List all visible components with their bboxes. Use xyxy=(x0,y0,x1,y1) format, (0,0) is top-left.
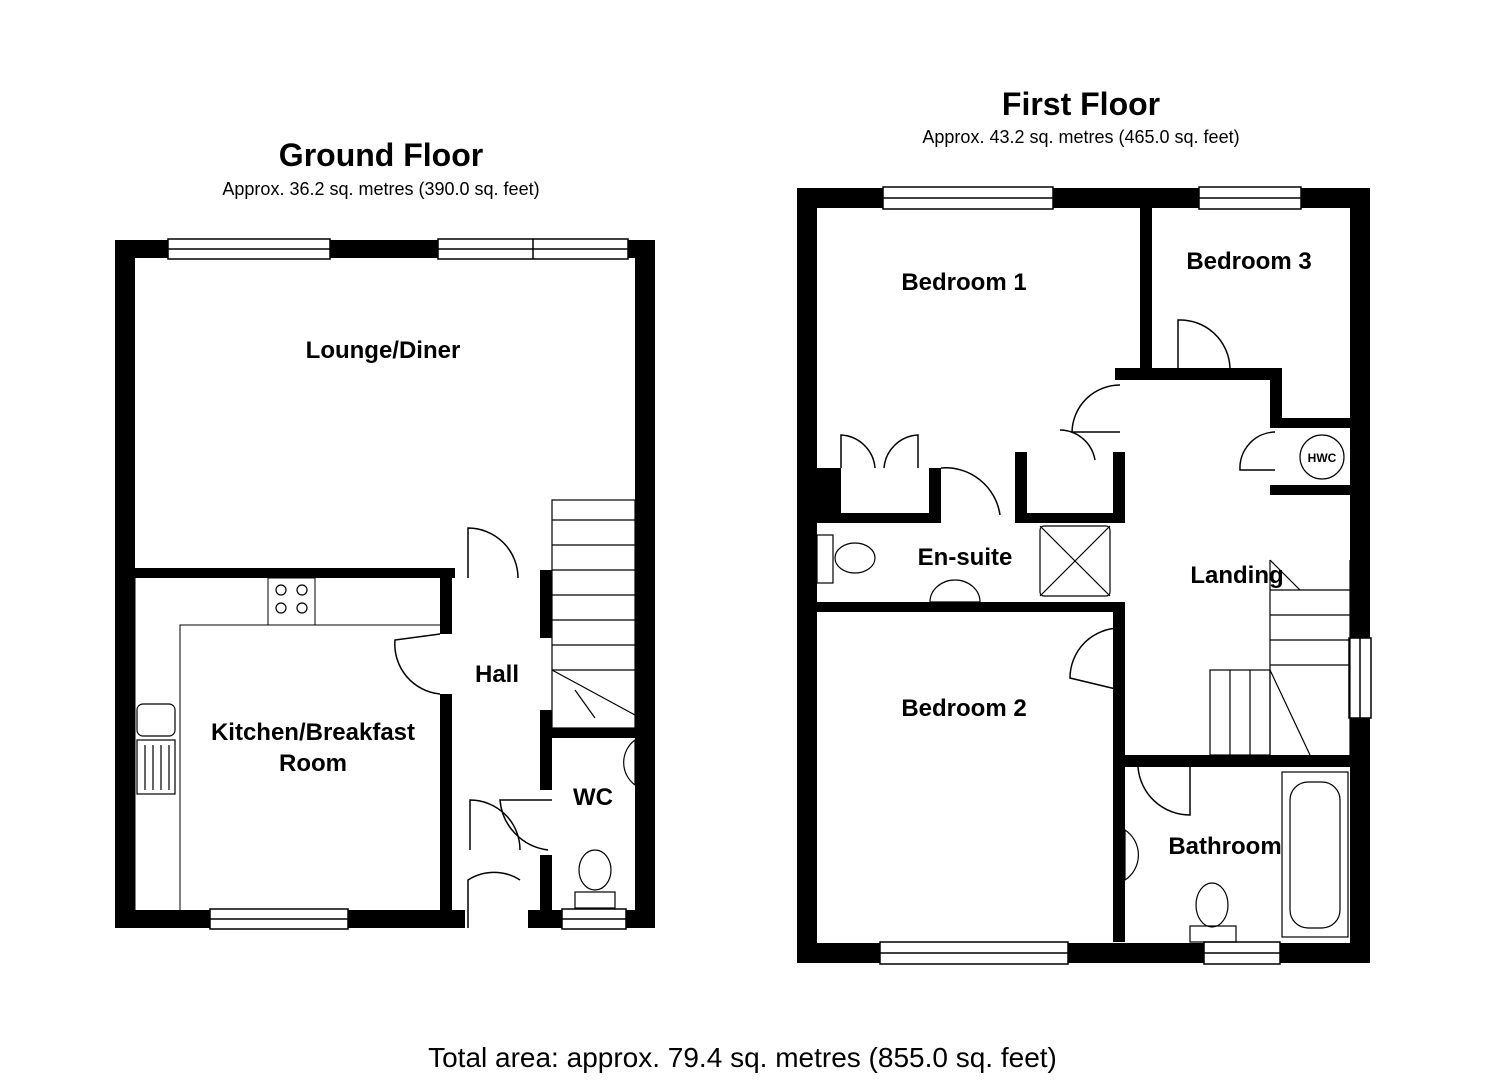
wc-basin-icon xyxy=(623,738,636,787)
label-lounge-diner: Lounge/Diner xyxy=(306,337,461,364)
kitchen-sink-icon xyxy=(136,703,176,795)
shower-tray-icon xyxy=(1039,525,1111,597)
label-bedroom-2: Bedroom 2 xyxy=(901,695,1026,722)
label-hwc: HWC xyxy=(1308,451,1337,465)
kitchen-worktop xyxy=(134,577,440,910)
label-kitchen-line2: Room xyxy=(279,750,347,777)
first-floor-walls xyxy=(797,188,1370,963)
label-bedroom-3: Bedroom 3 xyxy=(1186,248,1311,275)
label-bedroom-1: Bedroom 1 xyxy=(901,269,1026,296)
ground-floor-stairs xyxy=(551,499,636,729)
first-floor-doors xyxy=(840,319,1276,816)
ground-floor-plan xyxy=(115,238,655,930)
label-landing: Landing xyxy=(1190,562,1283,589)
ground-floor-title: Ground Floor xyxy=(278,137,484,173)
label-bathroom: Bathroom xyxy=(1168,833,1281,860)
total-area: Total area: approx. 79.4 sq. metres (855… xyxy=(428,1042,1057,1073)
first-floor-plan xyxy=(797,186,1372,965)
ground-floor-windows xyxy=(167,238,629,930)
label-kitchen-line1: Kitchen/Breakfast xyxy=(211,719,415,746)
hwc-cylinder-icon xyxy=(1299,434,1345,480)
first-floor-stairs xyxy=(1209,559,1351,756)
first-floor-title: First Floor xyxy=(1001,86,1161,122)
hob-icon xyxy=(275,584,308,614)
bathroom-toilet-icon xyxy=(1189,882,1237,943)
ground-floor-doors xyxy=(394,527,552,928)
first-floor-area: Approx. 43.2 sq. metres (465.0 sq. feet) xyxy=(922,127,1240,147)
label-ensuite: En-suite xyxy=(918,544,1013,571)
ground-floor-area: Approx. 36.2 sq. metres (390.0 sq. feet) xyxy=(222,179,540,199)
ensuite-toilet-icon xyxy=(816,534,876,584)
bathroom-basin-icon xyxy=(1124,828,1139,882)
wc-toilet-icon xyxy=(574,849,616,909)
label-wc: WC xyxy=(573,784,613,811)
label-hall: Hall xyxy=(475,661,519,688)
ensuite-basin-icon xyxy=(929,579,981,603)
bath-icon xyxy=(1281,771,1349,938)
first-floor-windows xyxy=(879,186,1372,965)
